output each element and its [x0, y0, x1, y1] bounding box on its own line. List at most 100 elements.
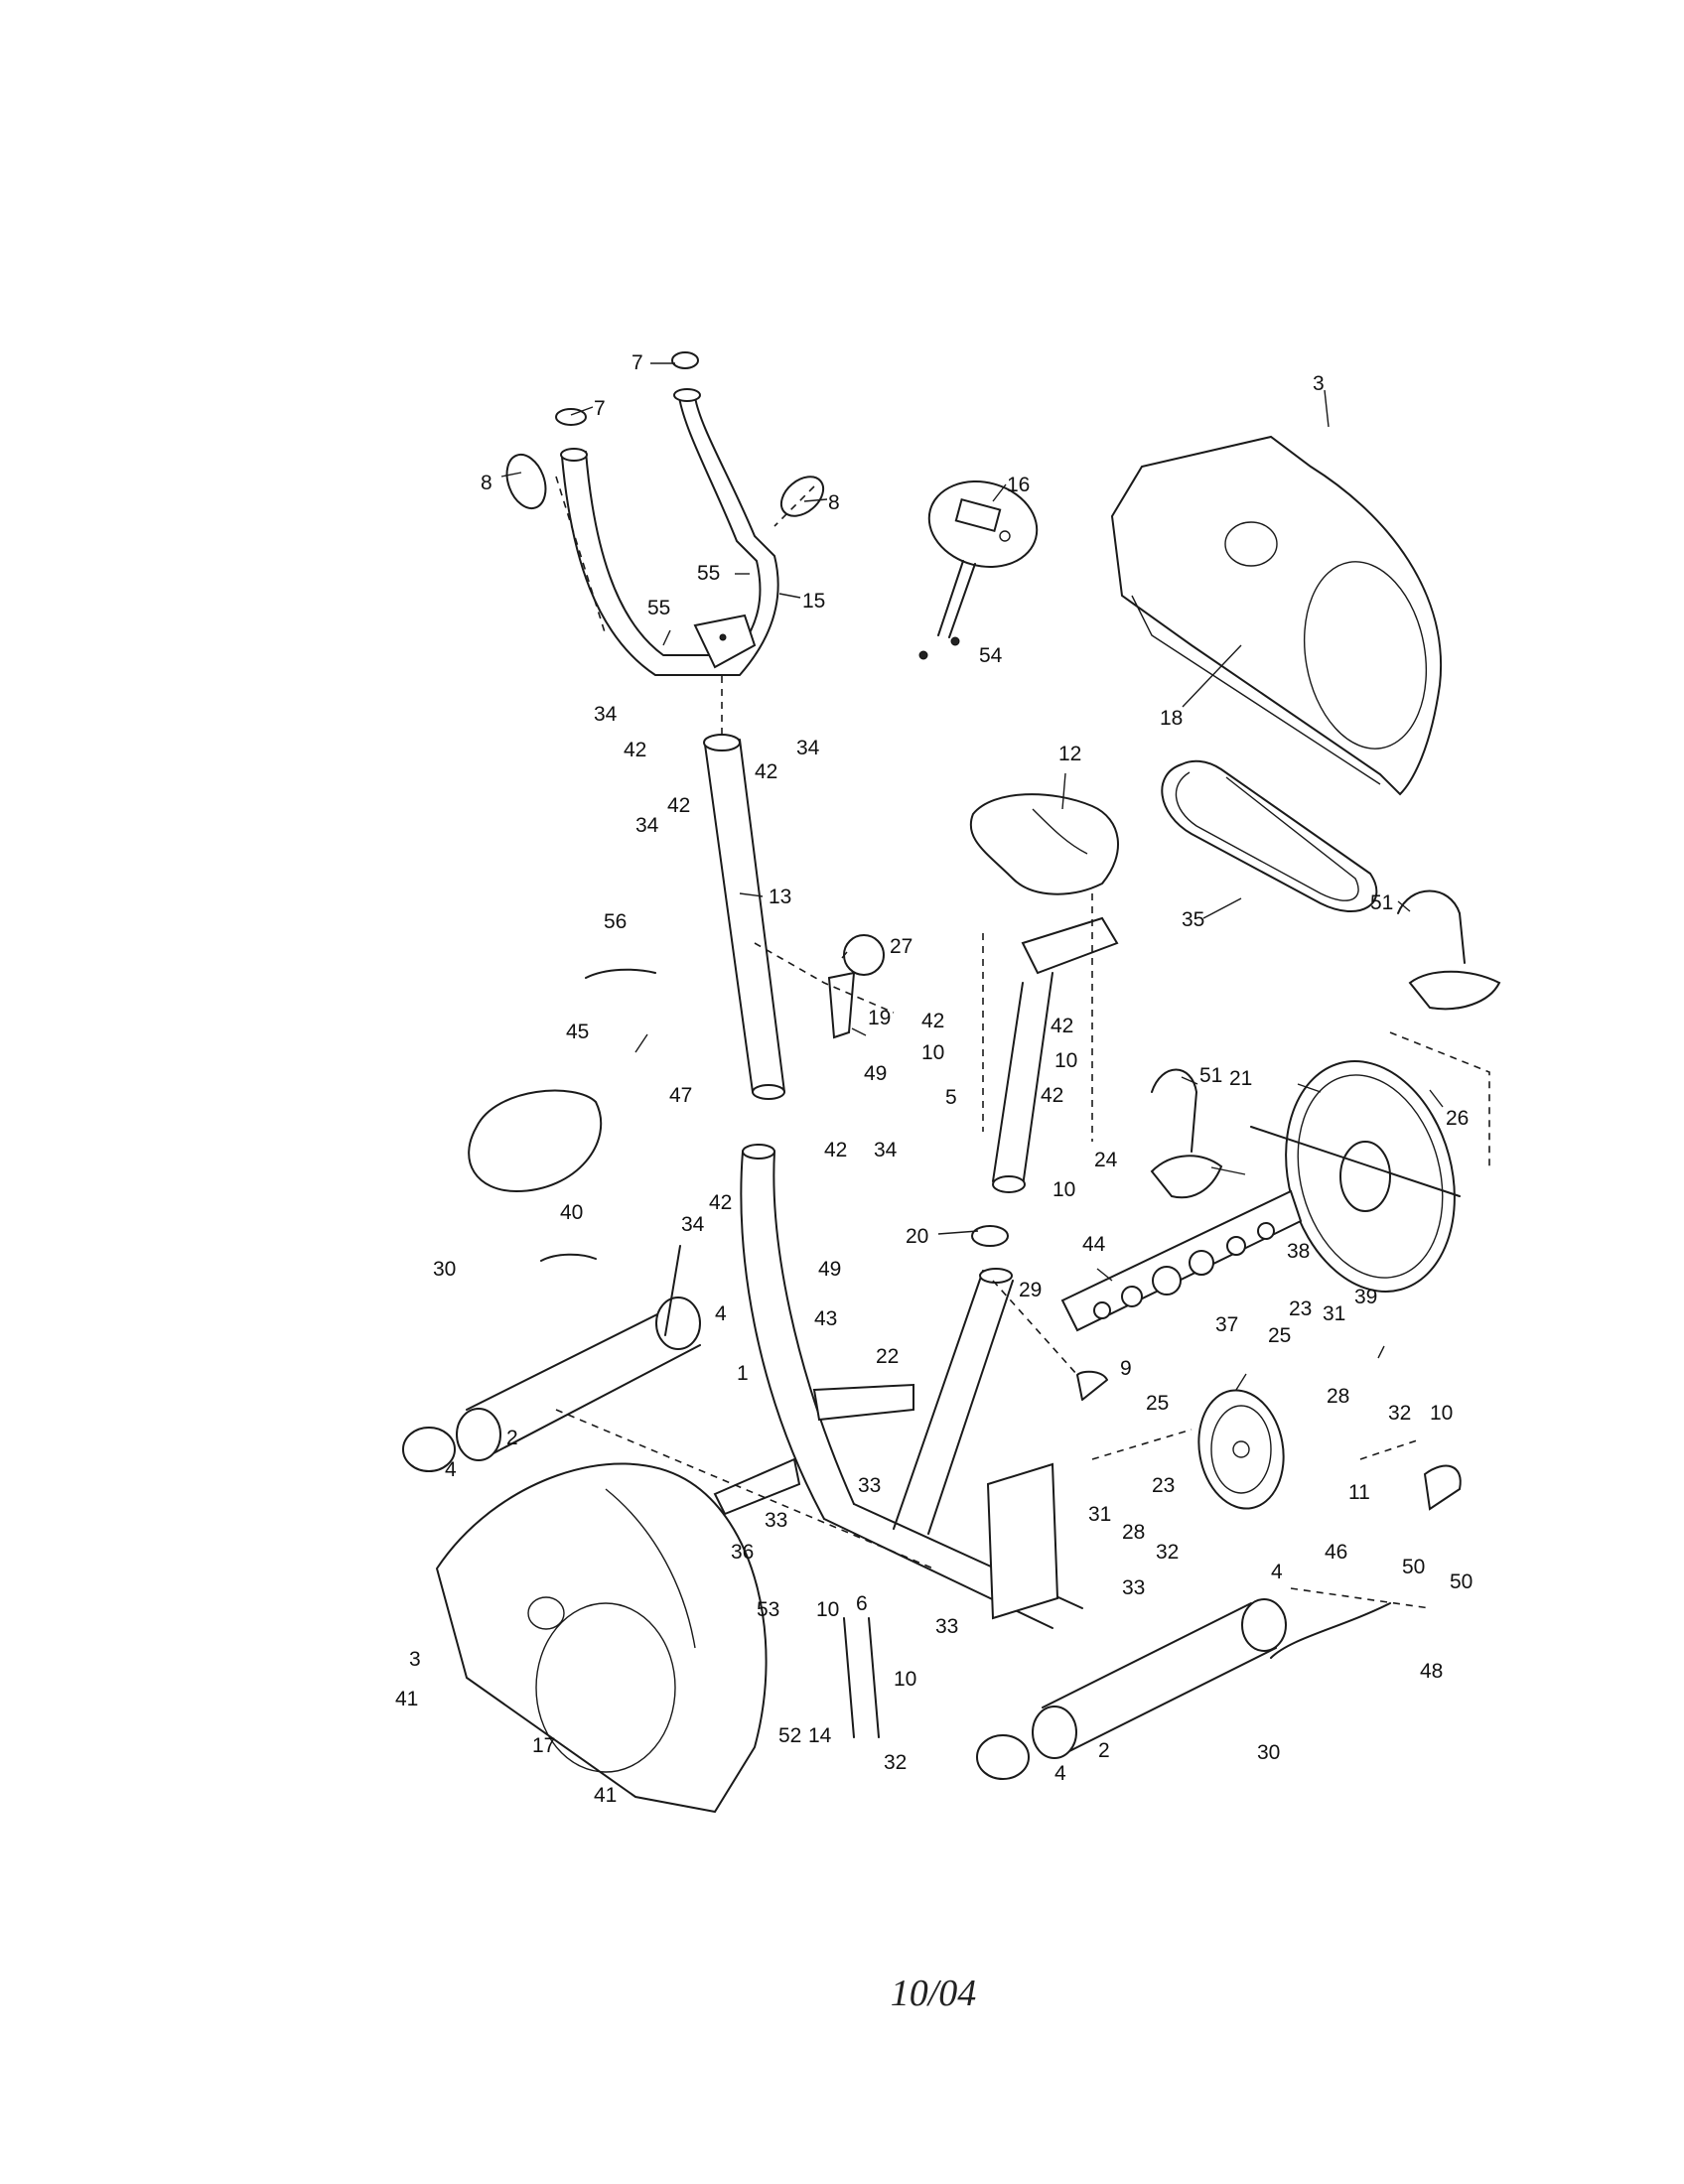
callout-39: 39: [1354, 1286, 1377, 1308]
callout-33: 33: [1122, 1576, 1145, 1599]
callout-32: 32: [884, 1751, 907, 1774]
callout-23: 23: [1152, 1474, 1175, 1497]
callout-8: 8: [481, 472, 492, 494]
callout-41: 41: [395, 1688, 418, 1710]
callout-4: 4: [1054, 1762, 1066, 1785]
callout-27: 27: [890, 935, 912, 958]
callout-56: 56: [604, 910, 627, 933]
flywheel-drawing: [1250, 1060, 1461, 1293]
callout-38: 38: [1287, 1240, 1310, 1263]
callout-49: 49: [864, 1062, 887, 1085]
callout-10: 10: [816, 1598, 839, 1621]
callout-50: 50: [1402, 1556, 1425, 1578]
callout-42: 42: [755, 760, 777, 783]
callout-49: 49: [818, 1258, 841, 1281]
callout-34: 34: [594, 703, 618, 726]
callout-32: 32: [1388, 1402, 1411, 1425]
callout-42: 42: [1051, 1015, 1073, 1037]
callout-46: 46: [1325, 1541, 1347, 1564]
callout-1: 1: [737, 1362, 749, 1385]
callout-44: 44: [1082, 1233, 1106, 1256]
callout-54: 54: [979, 644, 1003, 667]
callout-19: 19: [868, 1007, 891, 1029]
callout-2: 2: [1098, 1739, 1110, 1762]
callout-11: 11: [1348, 1481, 1370, 1504]
callout-10: 10: [1052, 1178, 1075, 1201]
seat-drawing: [969, 793, 1119, 1193]
callout-34: 34: [796, 737, 820, 759]
callout-55: 55: [647, 597, 670, 619]
callout-26: 26: [1446, 1107, 1469, 1130]
callout-55: 55: [697, 562, 720, 585]
callout-35: 35: [1182, 908, 1204, 931]
callout-28: 28: [1327, 1385, 1349, 1408]
callout-50: 50: [1450, 1570, 1473, 1593]
callout-21: 21: [1229, 1067, 1252, 1090]
console-drawing: [918, 480, 1039, 660]
callout-36: 36: [731, 1541, 754, 1564]
callout-41: 41: [594, 1784, 617, 1807]
frame-drawing: [703, 734, 1083, 1629]
callout-34: 34: [874, 1139, 898, 1161]
callout-29: 29: [1019, 1279, 1042, 1301]
callout-34: 34: [681, 1213, 705, 1236]
callout-30: 30: [1257, 1741, 1280, 1764]
callout-45: 45: [566, 1021, 589, 1043]
callout-labels: 7 7 8 8 55 55 15 16 54 3 18 34 42 42 34 …: [395, 351, 1473, 1807]
callout-4: 4: [715, 1302, 727, 1325]
callout-22: 22: [876, 1345, 899, 1368]
callout-5: 5: [945, 1086, 957, 1109]
callout-3: 3: [409, 1648, 421, 1671]
callout-17: 17: [532, 1734, 555, 1757]
callout-42: 42: [624, 739, 646, 761]
callout-3: 3: [1313, 372, 1325, 395]
callout-32: 32: [1156, 1541, 1179, 1564]
pedals-drawing: [1150, 889, 1501, 1199]
callout-24: 24: [1094, 1149, 1118, 1171]
callout-7: 7: [632, 351, 643, 374]
callout-18: 18: [1160, 707, 1183, 730]
callout-47: 47: [669, 1084, 692, 1107]
callout-52: 52: [778, 1724, 801, 1747]
callout-31: 31: [1323, 1302, 1345, 1325]
callout-31: 31: [1088, 1503, 1111, 1526]
callout-7: 7: [594, 397, 606, 420]
callout-42: 42: [824, 1139, 847, 1161]
callout-23: 23: [1289, 1297, 1312, 1320]
callout-33: 33: [935, 1615, 958, 1638]
callout-4: 4: [445, 1458, 457, 1481]
hardware-drawing: [468, 934, 1462, 1738]
callout-28: 28: [1122, 1521, 1145, 1544]
revision-date: 10/04: [890, 1973, 977, 2014]
callout-42: 42: [1041, 1084, 1063, 1107]
left-shroud-drawing: [435, 1462, 768, 1814]
callout-13: 13: [769, 886, 791, 908]
belt-drawing: [1161, 759, 1378, 913]
crank-bearings-drawing: [1060, 1189, 1303, 1332]
callout-33: 33: [765, 1509, 787, 1532]
leader-lines: [500, 362, 1444, 1391]
callout-10: 10: [1430, 1402, 1453, 1425]
callout-53: 53: [757, 1598, 779, 1621]
callout-2: 2: [506, 1427, 518, 1449]
callout-20: 20: [906, 1225, 928, 1248]
stabilizers-drawing: [402, 1297, 1287, 1780]
callout-15: 15: [802, 590, 825, 613]
callout-14: 14: [808, 1724, 832, 1747]
callout-42: 42: [921, 1010, 944, 1032]
callout-10: 10: [921, 1041, 944, 1064]
handlebar-drawing: [505, 351, 825, 676]
callout-42: 42: [709, 1191, 732, 1214]
callout-16: 16: [1007, 474, 1030, 496]
callout-10: 10: [894, 1668, 916, 1691]
resistance-wheel-drawing: [1197, 1389, 1285, 1510]
assembly-lines: [555, 476, 1490, 1609]
callout-40: 40: [560, 1201, 583, 1224]
callout-37: 37: [1215, 1313, 1238, 1336]
right-shroud-drawing: [1110, 435, 1443, 796]
callout-25: 25: [1268, 1324, 1291, 1347]
callout-43: 43: [814, 1307, 837, 1330]
callout-10: 10: [1054, 1049, 1077, 1072]
